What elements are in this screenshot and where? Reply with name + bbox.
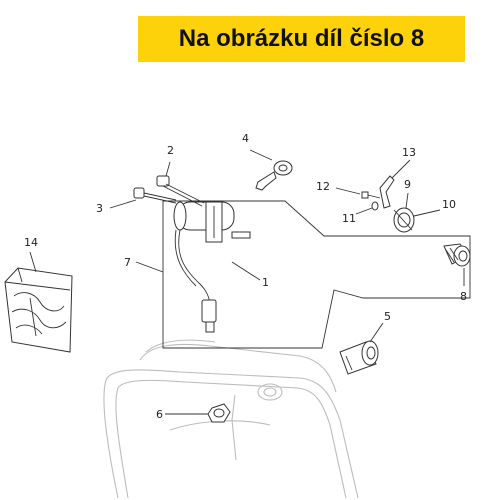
part-2-bolt xyxy=(156,175,205,207)
callout-13: 13 xyxy=(402,146,416,159)
callout-4: 4 xyxy=(242,132,249,145)
leader-lines xyxy=(29,149,465,415)
part-3-screw xyxy=(133,187,177,204)
callout-1: 1 xyxy=(262,276,269,289)
callout-9: 9 xyxy=(404,178,411,191)
part-14-pouch xyxy=(4,267,73,353)
part-8-lock-cylinder xyxy=(443,243,471,267)
body-panel-outline xyxy=(103,339,359,499)
part-1-ignition-lock xyxy=(173,201,251,333)
part-4-key xyxy=(255,160,293,191)
part-12-screw xyxy=(361,191,381,199)
callout-7: 7 xyxy=(124,256,131,269)
assembly-boundary xyxy=(162,200,471,349)
callout-8: 8 xyxy=(460,290,467,303)
part-5-lock xyxy=(339,340,379,375)
callout-2: 2 xyxy=(167,144,174,157)
part-9-10-cylinder-ring xyxy=(393,207,415,233)
part-13-bracket xyxy=(379,175,395,209)
banner-text: Na obrázku díl číslo 8 xyxy=(178,25,425,52)
callout-14: 14 xyxy=(24,236,38,249)
callout-3: 3 xyxy=(96,202,103,215)
part-11-washer xyxy=(371,201,379,211)
callout-5: 5 xyxy=(384,310,391,323)
callout-6: 6 xyxy=(156,408,163,421)
callout-12: 12 xyxy=(316,180,330,193)
part-6-nut xyxy=(207,403,231,423)
part-number-banner: Na obrázku díl číslo 8 xyxy=(138,16,465,62)
callout-11: 11 xyxy=(342,212,356,225)
callout-10: 10 xyxy=(442,198,456,211)
